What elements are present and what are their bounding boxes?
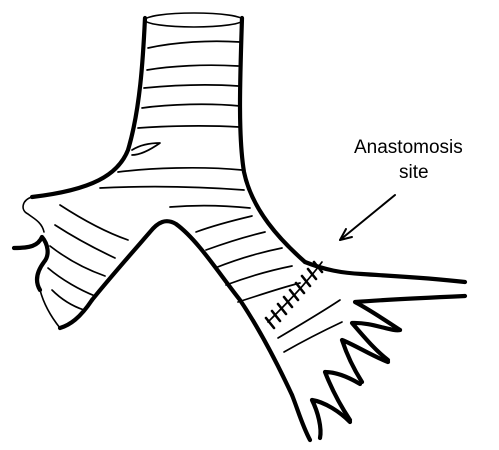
- lower-lobe-branch-3: [342, 340, 388, 382]
- left-bronchus-lower-wall: [60, 300, 92, 328]
- left-bronchus-stump-left: [23, 197, 44, 232]
- cartilage-ring: [52, 290, 84, 310]
- annotation-label-line-1: Anastomosis: [354, 136, 463, 160]
- cartilage-ring: [147, 65, 238, 70]
- trachea-right-wall: [240, 18, 305, 262]
- cartilage-ring: [142, 104, 240, 108]
- arrow-shaft: [340, 195, 395, 240]
- cartilage-ring: [284, 322, 342, 352]
- cartilage-ring: [170, 206, 250, 208]
- cartilage-ring: [206, 232, 265, 250]
- trachea-top-opening: [145, 13, 243, 27]
- cartilage-ring: [226, 266, 292, 285]
- cartilage-ring: [144, 85, 238, 88]
- anastomosis-seam: [268, 262, 322, 322]
- cartilage-ring: [100, 187, 244, 190]
- annotation-label-line-2: site: [399, 161, 429, 185]
- cartilage-ring: [118, 168, 242, 172]
- cartilage-ring: [215, 248, 282, 268]
- cartilage-ring: [132, 143, 160, 155]
- cartilage-ring: [196, 216, 252, 232]
- right-bronchus-upper-wall: [305, 262, 465, 282]
- left-bronchus-cut-edge: [14, 237, 48, 290]
- cartilage-ring: [55, 225, 115, 258]
- cartilage-ring: [148, 41, 240, 48]
- cartilage-ring: [50, 246, 105, 276]
- cartilage-ring: [138, 126, 239, 128]
- annotation-arrow: [340, 195, 395, 240]
- cartilage-ring: [278, 300, 340, 338]
- carina-edge: [92, 221, 292, 395]
